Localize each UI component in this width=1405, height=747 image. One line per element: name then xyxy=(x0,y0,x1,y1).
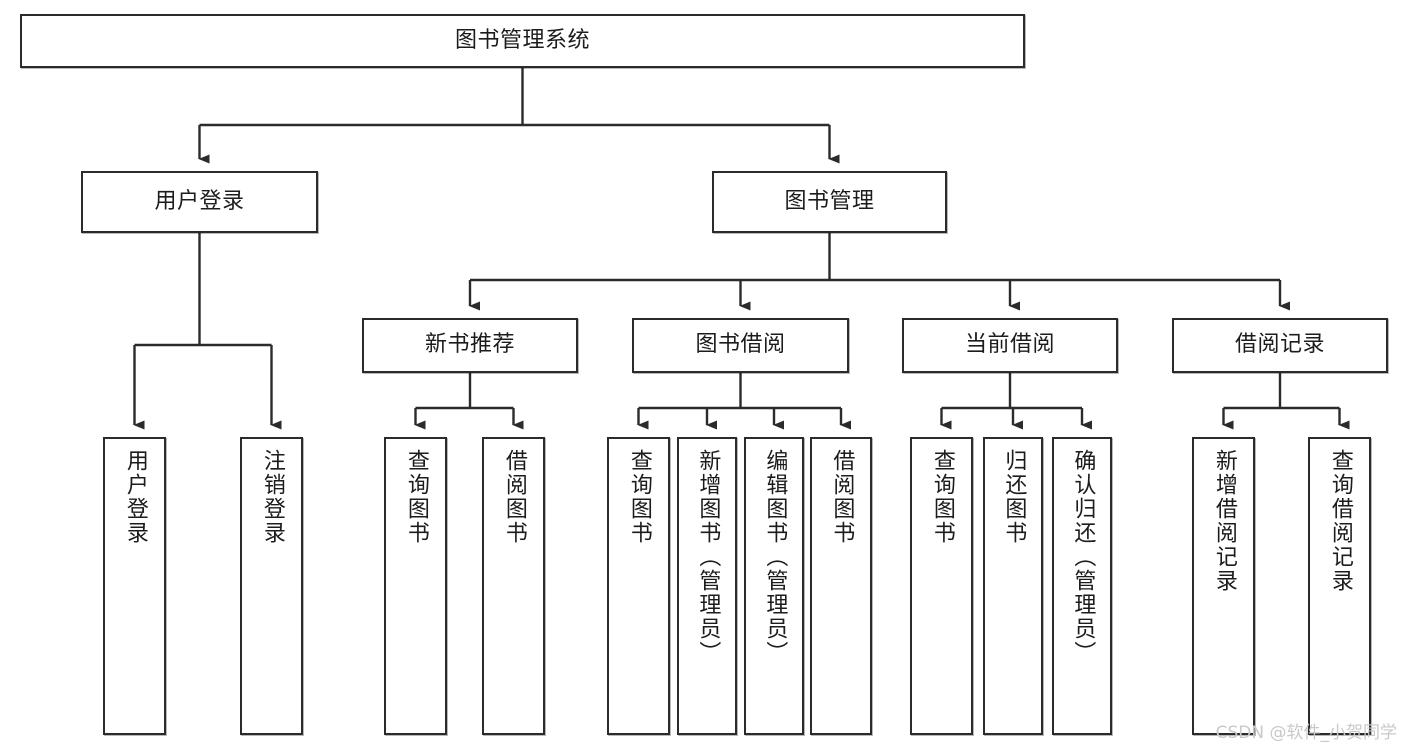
node-leaf-borrow-lend: 借阅图书 xyxy=(810,437,872,735)
node-label-leaf-user-logout: 注销登录 xyxy=(259,449,285,545)
node-leaf-rec-query: 查询借阅记录 xyxy=(1308,437,1371,735)
node-label-leaf-new-borrow: 借阅图书 xyxy=(501,449,527,545)
node-leaf-borrow-edit: 编辑图书（管理员） xyxy=(744,437,804,735)
node-label-newbooks: 新书推荐 xyxy=(424,332,515,358)
node-label-bookmgmt: 图书管理 xyxy=(784,188,875,214)
node-leaf-borrow-add: 新增图书（管理员） xyxy=(677,437,737,735)
node-label-leaf-borrow-query: 查询图书 xyxy=(626,449,652,545)
node-leaf-user-login: 用户登录 xyxy=(103,437,166,735)
node-leaf-rec-add: 新增借阅记录 xyxy=(1192,437,1255,735)
node-label-leaf-cur-return: 归还图书 xyxy=(1001,449,1027,545)
node-leaf-cur-return: 归还图书 xyxy=(983,437,1043,735)
node-label-root: 图书管理系统 xyxy=(454,27,590,53)
node-leaf-borrow-query: 查询图书 xyxy=(607,437,670,735)
node-label-leaf-user-login: 用户登录 xyxy=(122,449,148,545)
node-label-login: 用户登录 xyxy=(154,188,245,214)
node-current: 当前借阅 xyxy=(902,318,1118,373)
node-leaf-user-logout: 注销登录 xyxy=(240,437,303,735)
node-label-current: 当前借阅 xyxy=(964,332,1055,358)
node-label-leaf-borrow-edit: 编辑图书（管理员） xyxy=(762,449,788,665)
node-login: 用户登录 xyxy=(81,171,318,233)
node-leaf-new-query: 查询图书 xyxy=(384,437,447,735)
node-root: 图书管理系统 xyxy=(20,14,1025,68)
node-records: 借阅记录 xyxy=(1172,318,1388,373)
node-label-leaf-new-query: 查询图书 xyxy=(403,449,429,545)
node-label-leaf-borrow-add: 新增图书（管理员） xyxy=(695,449,721,665)
node-label-borrow: 图书借阅 xyxy=(695,332,786,358)
node-label-records: 借阅记录 xyxy=(1234,332,1325,358)
node-label-leaf-cur-query: 查询图书 xyxy=(929,449,955,545)
node-newbooks: 新书推荐 xyxy=(362,318,578,373)
node-borrow: 图书借阅 xyxy=(632,318,849,373)
node-label-leaf-rec-add: 新增借阅记录 xyxy=(1211,449,1237,593)
node-leaf-cur-confirm: 确认归还（管理员） xyxy=(1052,437,1112,735)
node-label-leaf-rec-query: 查询借阅记录 xyxy=(1327,449,1353,593)
watermark-label: CSDN @软件_小贺同学 xyxy=(1215,723,1397,743)
node-bookmgmt: 图书管理 xyxy=(712,171,947,233)
node-label-leaf-borrow-lend: 借阅图书 xyxy=(829,449,855,545)
node-leaf-cur-query: 查询图书 xyxy=(910,437,973,735)
node-label-leaf-cur-confirm: 确认归还（管理员） xyxy=(1070,449,1096,665)
node-leaf-new-borrow: 借阅图书 xyxy=(482,437,545,735)
